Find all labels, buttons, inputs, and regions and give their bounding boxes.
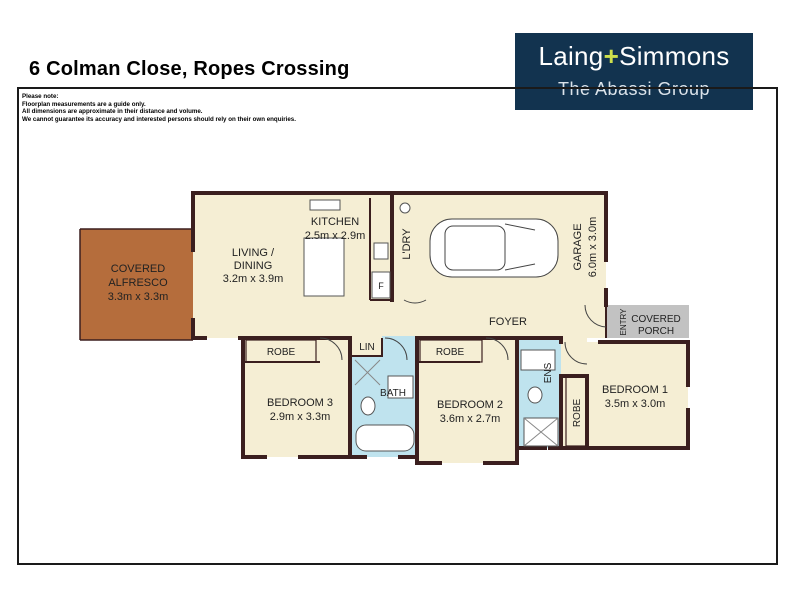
kitchen-island — [303, 237, 345, 297]
vanity-icon — [387, 375, 414, 399]
agency-logo: Laing+Simmons The Abassi Group — [515, 33, 753, 110]
foyer-floor — [193, 305, 606, 338]
alfresco-size: 3.3m x 3.3m — [108, 291, 169, 303]
disclaimer-note: Please note: Floorplan measurements are … — [22, 93, 296, 123]
bedroom1-label: BEDROOM 1 — [602, 384, 668, 396]
bath-fixtures — [354, 349, 559, 452]
property-address: 6 Colman Close, Ropes Crossing — [29, 58, 350, 80]
bedroom1-floor — [561, 342, 688, 446]
linen-floor — [350, 336, 382, 356]
alfresco-floor — [80, 229, 193, 340]
robe-label: ROBE — [436, 347, 465, 358]
porch-floor — [606, 305, 689, 338]
kitchen-benches — [303, 199, 411, 299]
disclaimer-line: Floorplan measurements are a guide only. — [22, 100, 146, 108]
alfresco-posts — [79, 228, 193, 341]
door-swings — [319, 299, 607, 365]
kitchen-label: KITCHEN — [311, 216, 359, 228]
garage-size: 6.0m x 3.0m — [587, 217, 599, 278]
porch-label: PORCH — [638, 326, 674, 337]
living-label: DINING — [234, 260, 273, 272]
fridge-label: F — [378, 281, 384, 291]
logo-subtitle: The Abassi Group — [557, 79, 711, 99]
alfresco-label: COVERED — [111, 263, 165, 275]
porch-label: COVERED — [631, 314, 680, 325]
bathtub-icon — [355, 424, 415, 452]
floorplan-frame — [17, 87, 778, 565]
garage-label: GARAGE — [572, 223, 584, 270]
kitchen-size: 2.5m x 2.9m — [305, 230, 366, 242]
disclaimer-line: All dimensions are approximate in their … — [22, 108, 203, 116]
bedroom3-label: BEDROOM 3 — [267, 397, 333, 409]
disclaimer-heading: Please note: — [22, 93, 59, 100]
bedroom1-size: 3.5m x 3.0m — [605, 398, 666, 410]
bedroom3-floor — [243, 336, 350, 457]
bedroom3-size: 2.9m x 3.3m — [270, 411, 331, 423]
disclaimer-line: We cannot guarantee its accuracy and int… — [22, 115, 296, 123]
ensuite-vanity-icon — [520, 349, 556, 371]
entry-label: ENTRY — [619, 308, 628, 336]
ensuite-toilet-icon — [527, 386, 543, 404]
living-size: 3.2m x 3.9m — [223, 273, 284, 285]
bath-label: BATH — [380, 388, 406, 399]
bedroom2-size: 3.6m x 2.7m — [440, 413, 501, 425]
logo-brand: Laing+Simmons — [538, 41, 730, 71]
robe-label: ROBE — [267, 347, 296, 358]
toilet-icon — [360, 396, 376, 416]
laundry-tub — [399, 202, 411, 214]
laundry-label: L'DRY — [401, 228, 413, 260]
bath-top-floor — [382, 336, 417, 356]
alfresco-label: ALFRESCO — [108, 277, 168, 289]
fridge-space — [371, 271, 391, 299]
living-label: LIVING / — [232, 247, 275, 259]
robe-label: ROBE — [572, 399, 583, 428]
cooktop — [373, 242, 389, 260]
linen-label: LIN — [359, 342, 375, 353]
foyer-label: FOYER — [489, 316, 527, 328]
car-icon — [429, 218, 559, 278]
ensuite-label: ENS — [543, 362, 554, 383]
robes — [245, 339, 588, 447]
bedroom2-label: BEDROOM 2 — [437, 399, 503, 411]
room-labels: COVERED ALFRESCO 3.3m x 3.3m LIVING / DI… — [108, 216, 681, 427]
bedroom2-floor — [417, 336, 517, 463]
kitchen-sink — [309, 199, 341, 211]
